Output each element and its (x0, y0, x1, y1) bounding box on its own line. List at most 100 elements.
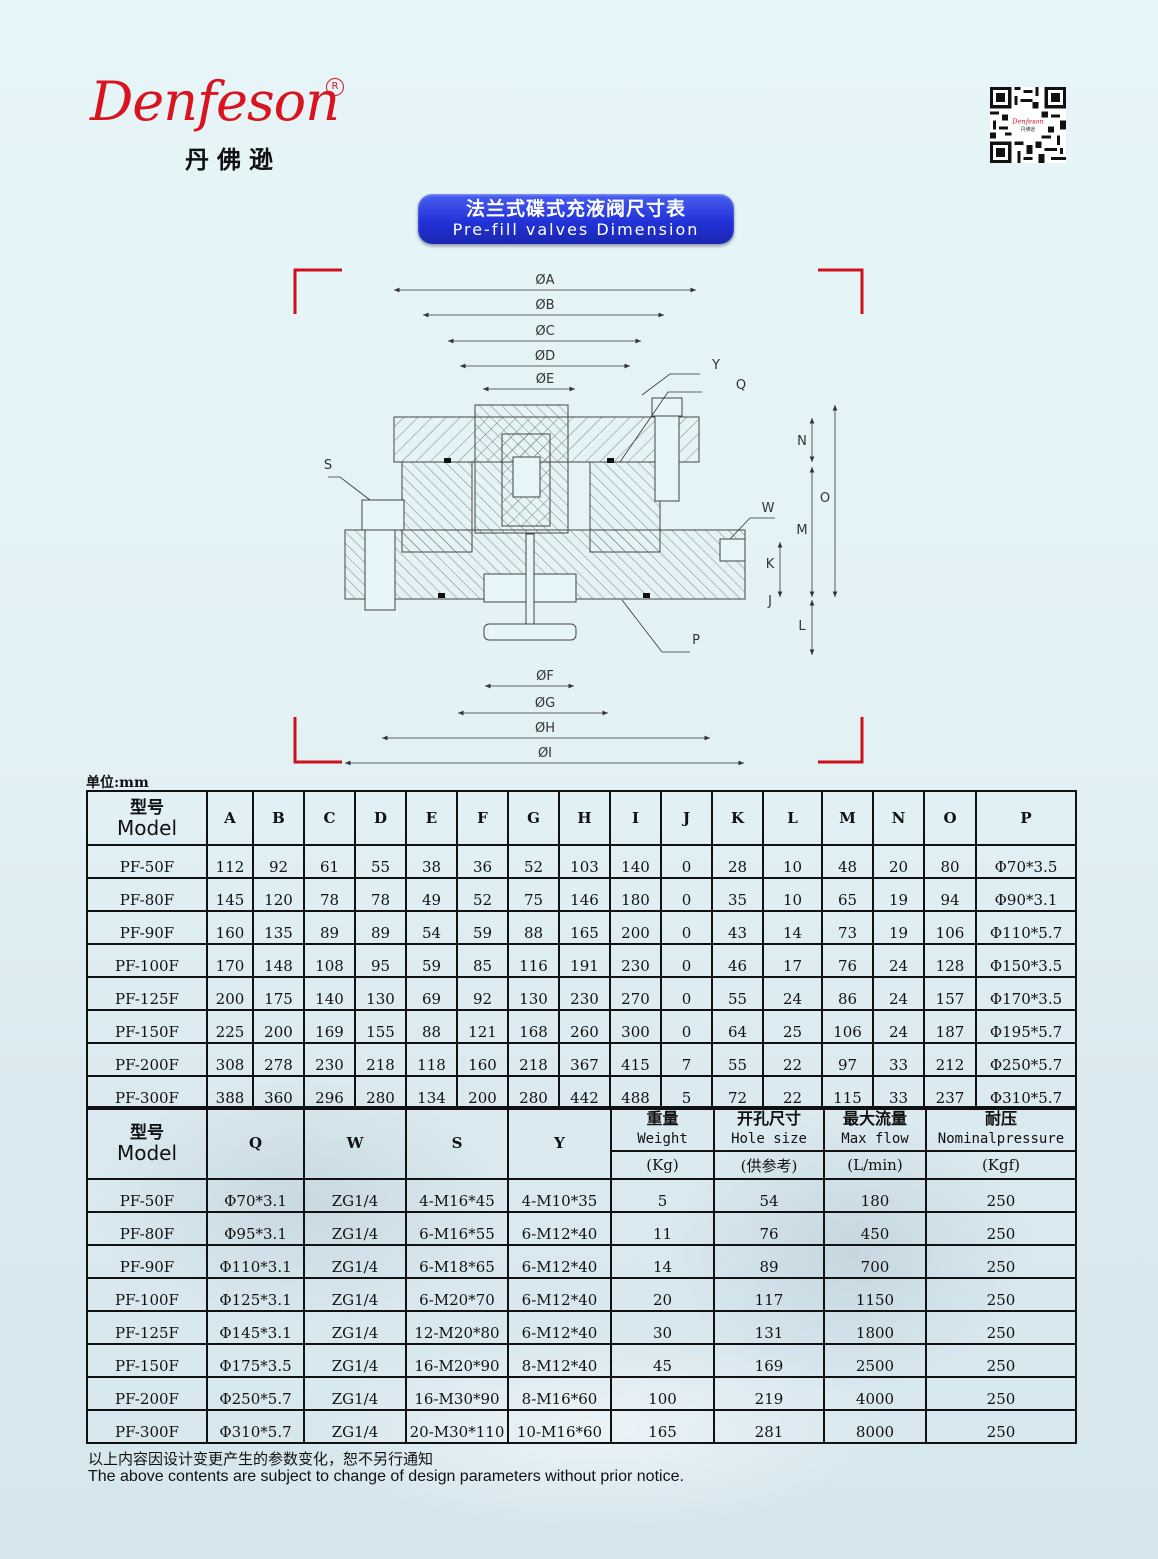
column-header-g: G (507, 790, 560, 846)
value-cell: 169 (713, 1343, 825, 1378)
value-cell: 148 (252, 943, 305, 978)
column-header-b: B (252, 790, 305, 846)
title-chinese: 法兰式碟式充液阀尺寸表 (465, 198, 686, 220)
value-cell: 130 (354, 976, 407, 1011)
value-cell: 89 (303, 910, 356, 945)
svg-text:ØI: ØI (538, 746, 552, 761)
value-cell: 11 (610, 1211, 715, 1246)
value-cell: 1150 (823, 1277, 927, 1312)
value-cell: 80 (923, 844, 977, 879)
model-cell: PF-300F (86, 1075, 208, 1110)
column-header-j: J (660, 790, 713, 846)
value-cell: 72 (711, 1075, 764, 1110)
value-cell: 65 (821, 877, 874, 912)
value-cell: 48 (821, 844, 874, 879)
value-cell: 308 (206, 1042, 254, 1077)
value-cell: 121 (456, 1009, 509, 1044)
value-cell: 106 (821, 1009, 874, 1044)
value-cell: 76 (821, 943, 874, 978)
value-cell: 52 (456, 877, 509, 912)
svg-text:ØF: ØF (536, 669, 554, 684)
svg-text:L: L (798, 619, 806, 634)
value-cell: 250 (925, 1409, 1077, 1444)
value-cell: 24 (872, 943, 925, 978)
section-title-banner: 法兰式碟式充液阀尺寸表 Pre-fill valves Dimension (418, 194, 734, 244)
value-cell: 20 (610, 1277, 715, 1312)
value-cell: 218 (354, 1042, 407, 1077)
value-cell: 88 (405, 1009, 458, 1044)
value-cell: 16-M20*90 (405, 1343, 509, 1378)
value-cell: 73 (821, 910, 874, 945)
value-cell: 6-M12*40 (507, 1277, 612, 1312)
svg-text:Y: Y (711, 358, 720, 373)
value-cell: 250 (925, 1376, 1077, 1411)
value-cell: 155 (354, 1009, 407, 1044)
model-cell: PF-100F (86, 1277, 208, 1312)
value-cell: 165 (610, 1409, 715, 1444)
value-cell: 360 (252, 1075, 305, 1110)
value-cell: 250 (925, 1211, 1077, 1246)
value-cell: 14 (762, 910, 823, 945)
value-cell: 130 (507, 976, 560, 1011)
value-cell: 10 (762, 877, 823, 912)
svg-text:O: O (820, 491, 830, 506)
value-cell: 12-M20*80 (405, 1310, 509, 1345)
model-cell: PF-90F (86, 1244, 208, 1279)
column-header-c: C (303, 790, 356, 846)
value-cell: 5 (660, 1075, 713, 1110)
value-cell: ZG1/4 (303, 1211, 407, 1246)
value-cell: 237 (923, 1075, 977, 1110)
value-cell: 92 (252, 844, 305, 879)
value-cell: 280 (354, 1075, 407, 1110)
model-cell: PF-200F (86, 1376, 208, 1411)
value-cell: 106 (923, 910, 977, 945)
value-cell: 135 (252, 910, 305, 945)
value-cell: 250 (925, 1277, 1077, 1312)
value-cell: 112 (206, 844, 254, 879)
model-cell: PF-50F (86, 844, 208, 879)
svg-text:ØA: ØA (535, 273, 554, 288)
value-cell: 250 (925, 1178, 1077, 1213)
value-cell: 200 (252, 1009, 305, 1044)
value-cell: ZG1/4 (303, 1244, 407, 1279)
value-cell: 78 (354, 877, 407, 912)
value-cell: 134 (405, 1075, 458, 1110)
value-cell: 270 (609, 976, 662, 1011)
model-cell: PF-125F (86, 1310, 208, 1345)
value-cell: ZG1/4 (303, 1343, 407, 1378)
value-cell: 300 (609, 1009, 662, 1044)
svg-text:J: J (767, 594, 772, 609)
qr-code-icon[interactable]: Denfeson 丹佛逊 (990, 87, 1066, 163)
column-header-n: N (872, 790, 925, 846)
value-cell: 85 (456, 943, 509, 978)
value-cell: 30 (610, 1310, 715, 1345)
value-cell: 2500 (823, 1343, 927, 1378)
unit-label: 单位:mm (86, 775, 149, 791)
value-cell: 33 (872, 1042, 925, 1077)
value-cell: 160 (206, 910, 254, 945)
value-cell: 89 (354, 910, 407, 945)
column-header-y: Y (507, 1106, 612, 1180)
svg-text:S: S (324, 458, 332, 473)
value-cell: 146 (558, 877, 611, 912)
value-cell: Φ310*5.7 (975, 1075, 1077, 1110)
model-header: 型号 Model (86, 790, 208, 846)
table-unit-row: (Kg)(供参考)(L/min)(Kgf) (87, 1150, 1077, 1180)
model-cell: PF-50F (86, 1178, 208, 1213)
value-cell: 170 (206, 943, 254, 978)
svg-text:P: P (692, 633, 700, 648)
value-cell: 54 (713, 1178, 825, 1213)
value-cell: 230 (609, 943, 662, 978)
value-cell: 128 (923, 943, 977, 978)
value-cell: 4-M10*35 (507, 1178, 612, 1213)
corner-marks (293, 268, 864, 764)
value-cell: 46 (711, 943, 764, 978)
value-cell: 488 (609, 1075, 662, 1110)
